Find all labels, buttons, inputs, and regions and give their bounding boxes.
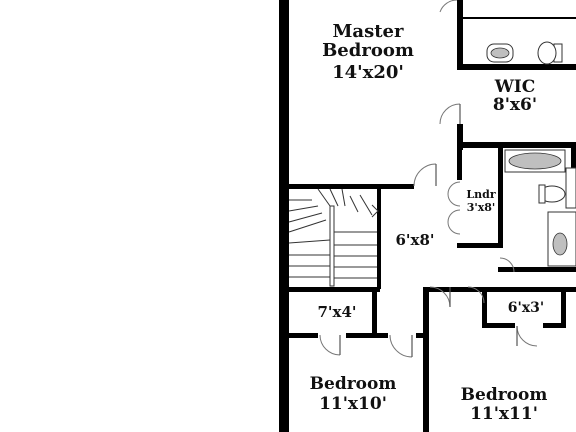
door-laundry-arc-1 (447, 181, 461, 195)
wall-outer-left (279, 0, 289, 432)
wall-closet-left-right (372, 292, 377, 336)
wall-closet-left-bottom (284, 333, 318, 338)
wall-divider-bedrooms (423, 287, 429, 432)
wall-closet-right-bottom (482, 323, 515, 328)
door-wic-arc (439, 103, 461, 125)
fixtures (463, 17, 576, 267)
room-labels: Master Bedroom 14'x20' WIC 8'x6' Lndr 3'… (310, 21, 548, 424)
wall-laundry-left (457, 148, 462, 180)
wall-master-bottom (284, 184, 414, 189)
closet-left-size: 7'x4' (317, 303, 356, 321)
hallbath-toilet-tank (538, 184, 546, 204)
wall-stair-right (377, 189, 381, 289)
door-laundry-arc-4 (447, 221, 461, 235)
door-closet-left-arc (319, 334, 341, 356)
hall-size: 6'x8' (395, 231, 434, 249)
closet-right-size: 6'x3' (508, 300, 544, 316)
door-laundry-arc-3 (447, 209, 461, 223)
master-bedroom-size: 14'x20' (332, 62, 404, 83)
bedroom-right-name: Bedroom (461, 385, 548, 405)
hallbath-sink (552, 232, 568, 256)
wic-size: 8'x6' (493, 95, 537, 115)
wall-laundry-bottom (457, 243, 503, 248)
wic-name: WIC (494, 77, 536, 97)
door-hallbath-arc (499, 257, 515, 273)
door-bedroom-left-arc (389, 334, 413, 358)
hallbath-tub-basin (508, 152, 562, 170)
doors (319, 0, 538, 358)
master-bedroom-name-2: Bedroom (322, 40, 414, 61)
bedroom-right-size: 11'x11' (470, 404, 538, 424)
wall-closets-top (284, 287, 380, 292)
bedroom-left-size: 11'x10' (319, 394, 387, 414)
hallbath-window (565, 167, 576, 209)
wall-master-east-lower (457, 124, 463, 150)
wall-hallbath-bottom (498, 267, 576, 272)
wall-bedroom-left-right (416, 333, 428, 338)
wall-master-east (457, 0, 463, 70)
door-laundry-arc-2 (447, 193, 461, 207)
laundry-name: Lndr (466, 188, 495, 201)
wall-closet-right-left (482, 292, 487, 328)
wall-master-bath-top (463, 17, 576, 19)
wall-closet-left-bottom-2 (346, 333, 388, 338)
wall-closet-right-right (561, 292, 566, 328)
laundry-size: 3'x8' (467, 201, 496, 214)
wall-closet-right-bottom-2 (543, 323, 565, 328)
door-closet-right-arc (516, 325, 538, 347)
walls (279, 0, 576, 432)
door-bedroom-right-arc-2 (467, 286, 485, 304)
master-toilet-bowl (537, 41, 557, 65)
wall-bath-wic (457, 64, 576, 70)
staircase (288, 188, 379, 287)
wall-hall-right-top (428, 287, 576, 292)
wall-laundry-right (498, 148, 503, 248)
door-master-hall-arc (413, 163, 437, 187)
door-master-top-arc (439, 0, 458, 13)
master-tub-basin (490, 47, 510, 59)
wall-wic-bottom (457, 142, 576, 148)
bedroom-left-name: Bedroom (310, 374, 397, 394)
master-bedroom-name-1: Master (333, 21, 404, 42)
